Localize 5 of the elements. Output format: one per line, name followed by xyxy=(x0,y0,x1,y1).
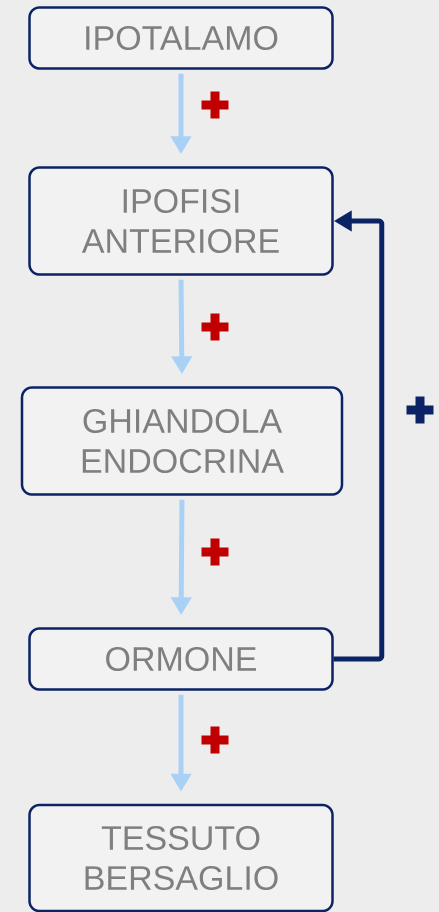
process-box: GHIANDOLA ENDOCRINA xyxy=(20,386,344,496)
process-box: IPOFISI ANTERIORE xyxy=(28,166,334,276)
process-box: IPOTALAMO xyxy=(28,6,334,70)
process-box: TESSUTO BERSAGLIO xyxy=(28,804,334,912)
process-box: ORMONE xyxy=(28,627,334,691)
